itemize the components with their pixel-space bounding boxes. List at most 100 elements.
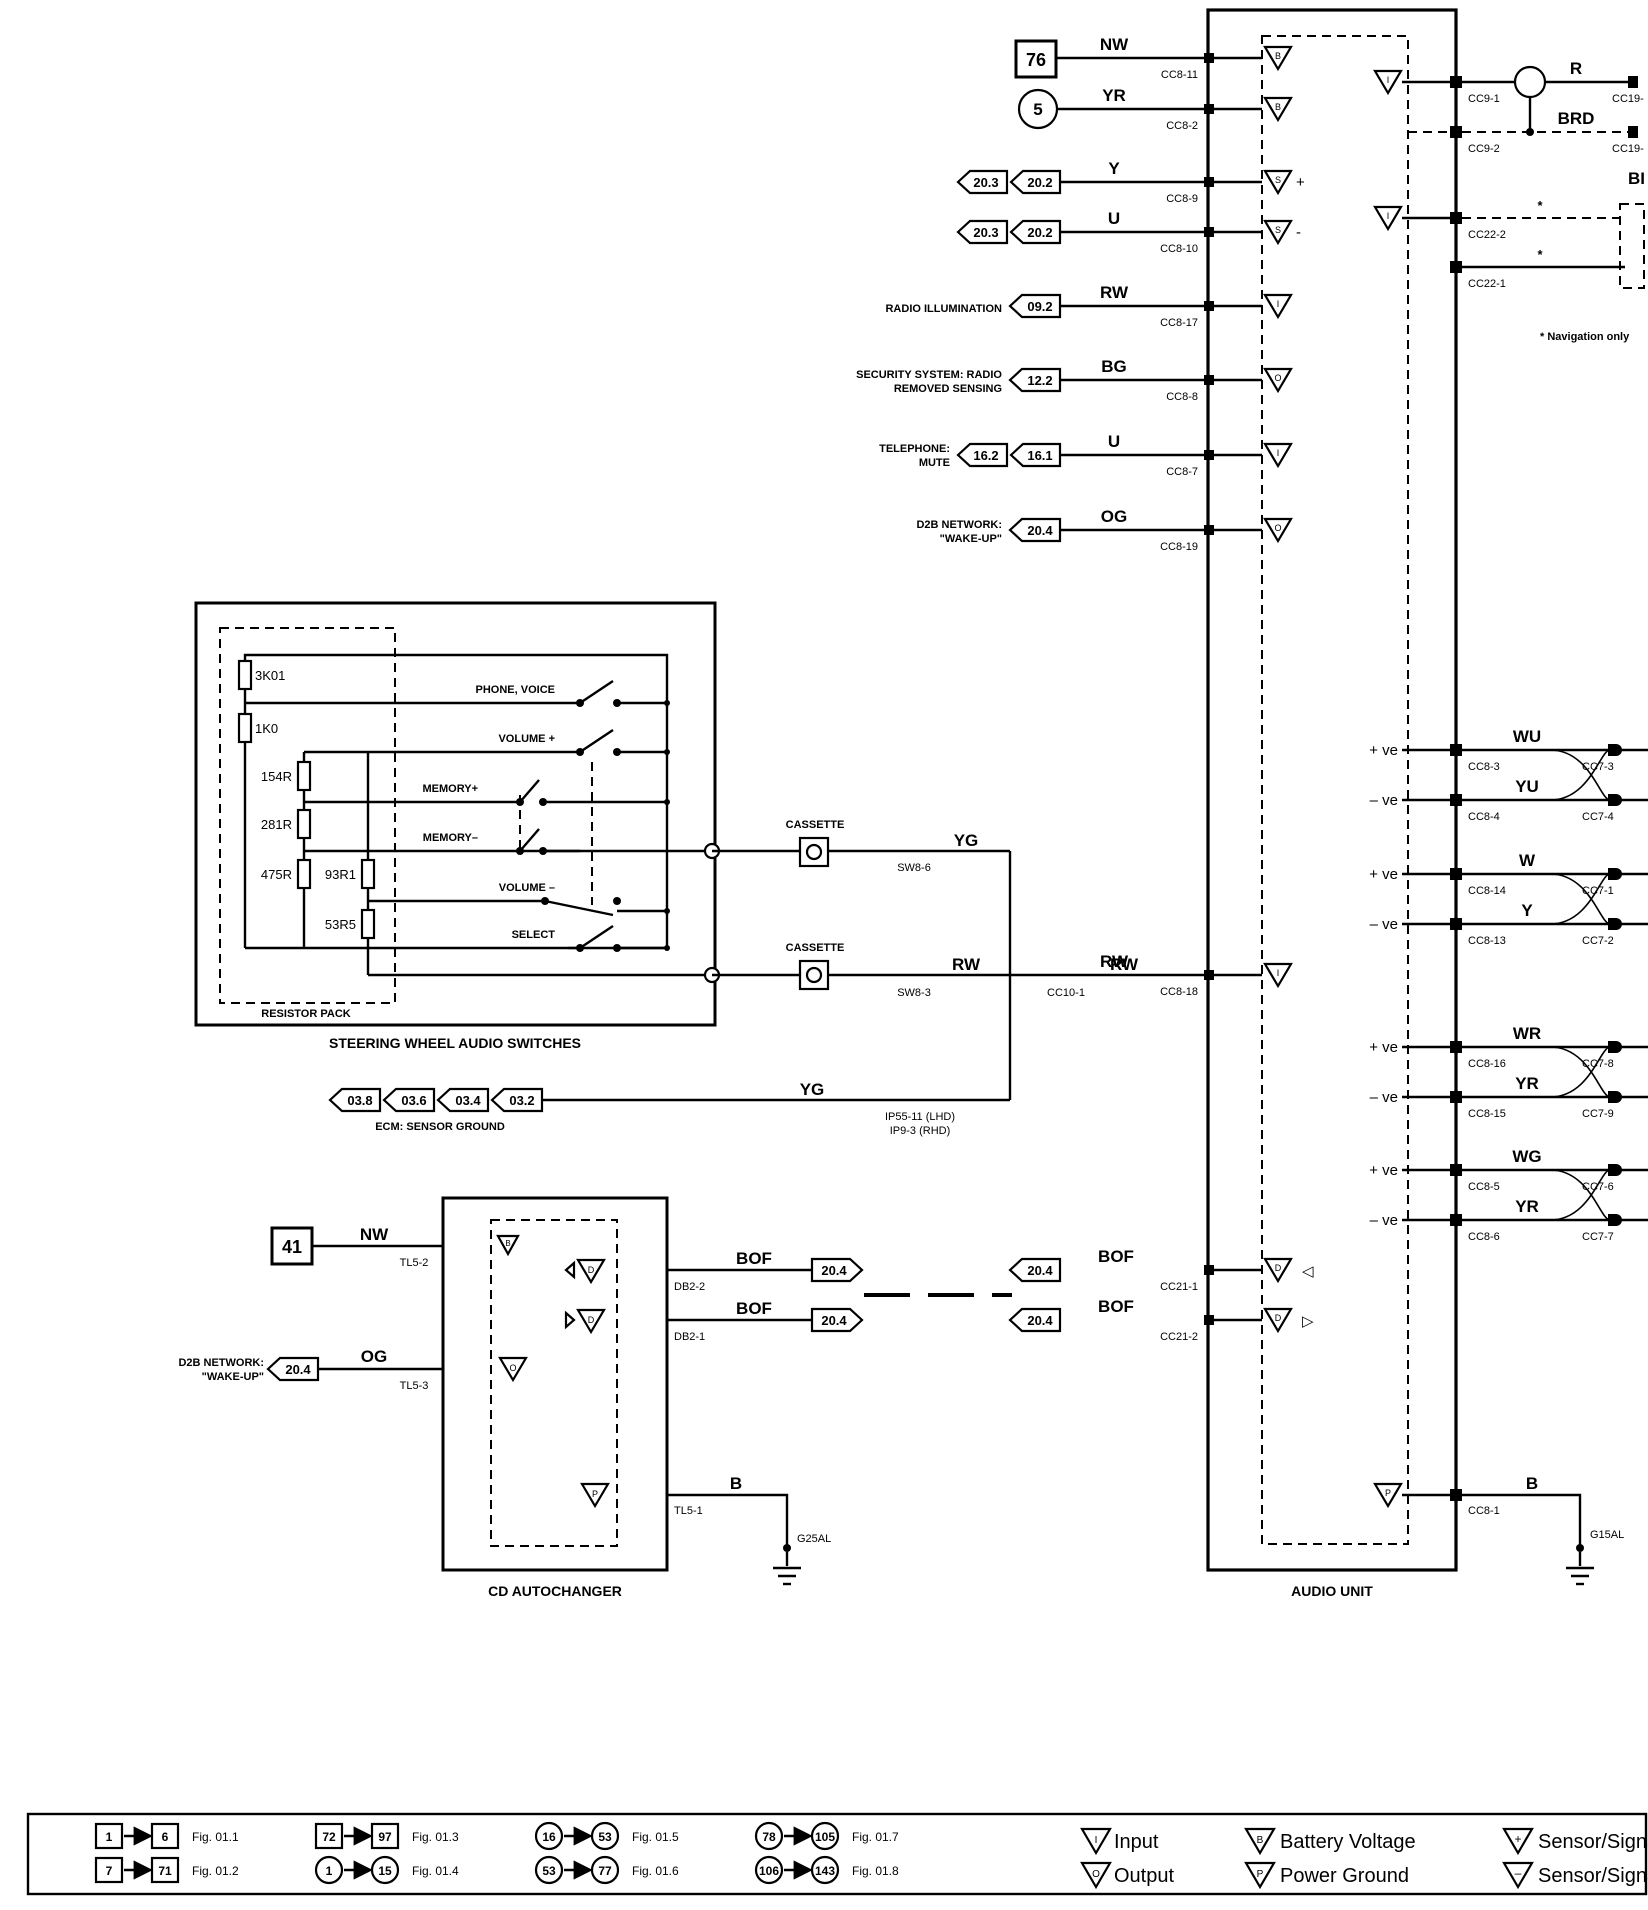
- speaker-out-label: CC7-2: [1582, 935, 1614, 947]
- switch-2[interactable]: [516, 779, 547, 806]
- pin-label-cc8-19: CC8-19: [1160, 541, 1198, 553]
- svg-text:BOF: BOF: [736, 1299, 772, 1318]
- wire-color-cc8-11: NW: [1100, 35, 1129, 54]
- pin-symbol-cc8-18: [1263, 962, 1293, 989]
- resistor-label: 1K0: [255, 721, 278, 736]
- pin-cc8-9[interactable]: CC8-9YS+: [1108, 159, 1305, 205]
- pin-cc8-7[interactable]: CC8-7UI: [1108, 432, 1293, 478]
- audio-unit-inner: [1261, 35, 1409, 1545]
- legend-sensor-pos: Sensor/Signal: [1538, 1831, 1648, 1853]
- resistor-281r: [296, 808, 312, 840]
- svg-text:20.3: 20.3: [973, 225, 998, 240]
- wire-color-cc8-8: BG: [1101, 357, 1127, 376]
- switch-label-1: VOLUME +: [498, 733, 555, 745]
- wire-color-cc8-9: Y: [1108, 159, 1120, 178]
- pin-symbol-cc8-8: [1263, 367, 1293, 394]
- ref-pair-telephone[interactable]: 16.2 16.1: [956, 442, 1062, 468]
- circle-5-label: 5: [1033, 100, 1042, 119]
- wire-rw-label-1: RW: [952, 955, 981, 974]
- svg-text:20.4: 20.4: [821, 1263, 847, 1278]
- switch-4[interactable]: [541, 897, 621, 917]
- ecm-ref-1[interactable]: [382, 1087, 436, 1113]
- nav-star: *: [1537, 247, 1543, 262]
- speaker-out-label: CC7-7: [1582, 1231, 1614, 1243]
- ecm-label: ECM: SENSOR GROUND: [375, 1121, 505, 1133]
- pin-label-cc8-17: CC8-17: [1160, 317, 1198, 329]
- wire-color-cc21-1: BOF: [1098, 1247, 1134, 1266]
- component-box-41[interactable]: [270, 1226, 314, 1266]
- legend-symbols: I Input O Output B Battery Voltage P Pow…: [1080, 1827, 1648, 1890]
- ref-pair-y[interactable]: 20.3 20.2: [956, 169, 1062, 195]
- speaker-out-label: CC7-1: [1582, 885, 1614, 897]
- pin-cc8-8[interactable]: CC8-8 BG O: [1101, 357, 1293, 403]
- switch-1[interactable]: [576, 729, 621, 756]
- svg-text:TL5-2: TL5-2: [400, 1257, 429, 1269]
- resistor-pack-label: RESISTOR PACK: [261, 1008, 350, 1020]
- pin-symbol-cc8-11: [1263, 45, 1293, 72]
- ecm-ref-2[interactable]: [436, 1087, 490, 1113]
- ref-pair-u[interactable]: 20.3 20.2: [956, 219, 1062, 245]
- pin-label-cc8-8: CC8-8: [1166, 391, 1198, 403]
- audio-ground-pin: CC8-1: [1468, 1505, 1500, 1517]
- legend-fig: Fig. 01.8: [852, 1864, 899, 1878]
- pin-symbol-cc8-10: [1263, 219, 1293, 246]
- speaker-wire-color: WG: [1512, 1147, 1541, 1166]
- ref-20-4-out-2[interactable]: [810, 1307, 864, 1333]
- pin-symbol-cc8-8-letter: O: [1274, 373, 1281, 383]
- wire-color-cc8-7: U: [1108, 432, 1120, 451]
- ref-20-4-in-2[interactable]: [1008, 1307, 1062, 1333]
- right-pin-cc22-2[interactable]: CC22-2*: [1450, 198, 1625, 241]
- ref-20-4-out-1[interactable]: [810, 1257, 864, 1283]
- cassette-label-2: CASSETTE: [786, 942, 845, 954]
- svg-text:20.4: 20.4: [821, 1313, 847, 1328]
- cassette-label-1: CASSETTE: [786, 819, 845, 831]
- pin-label-cc21-1: CC21-1: [1160, 1281, 1198, 1293]
- nav-note: * Navigation only: [1540, 331, 1630, 343]
- ecm-ref-0[interactable]: [328, 1087, 382, 1113]
- ref-20-4-in-1[interactable]: [1008, 1257, 1062, 1283]
- legend-to: 6: [162, 1830, 169, 1844]
- svg-text:NW: NW: [360, 1225, 389, 1244]
- legend-output: Output: [1114, 1865, 1174, 1887]
- switch-3[interactable]: [516, 828, 547, 855]
- resistor-label: 3K01: [255, 668, 285, 683]
- switch-0[interactable]: [576, 680, 621, 707]
- cd-autochanger: CD AUTOCHANGER 41 NW TL5-2 B D2B NETWORK…: [178, 1196, 1012, 1599]
- right-pin-cc22-1[interactable]: CC22-1*: [1450, 247, 1625, 290]
- legend-to: 143: [815, 1864, 835, 1878]
- speaker-pin-label: CC8-3: [1468, 761, 1500, 773]
- pin-label-cc8-7: CC8-7: [1166, 466, 1198, 478]
- right-input-symbol-2: [1373, 205, 1403, 232]
- wire-color-cc8-18: RW: [1100, 952, 1129, 971]
- speaker-wire-color: WU: [1513, 727, 1541, 746]
- legend-from: 1: [326, 1864, 333, 1878]
- speaker-polarity: – ve: [1370, 1089, 1398, 1106]
- pin-label-cc8-2: CC8-2: [1166, 120, 1198, 132]
- switch-5[interactable]: [576, 925, 621, 952]
- sw8-3-label: SW8-3: [897, 987, 931, 999]
